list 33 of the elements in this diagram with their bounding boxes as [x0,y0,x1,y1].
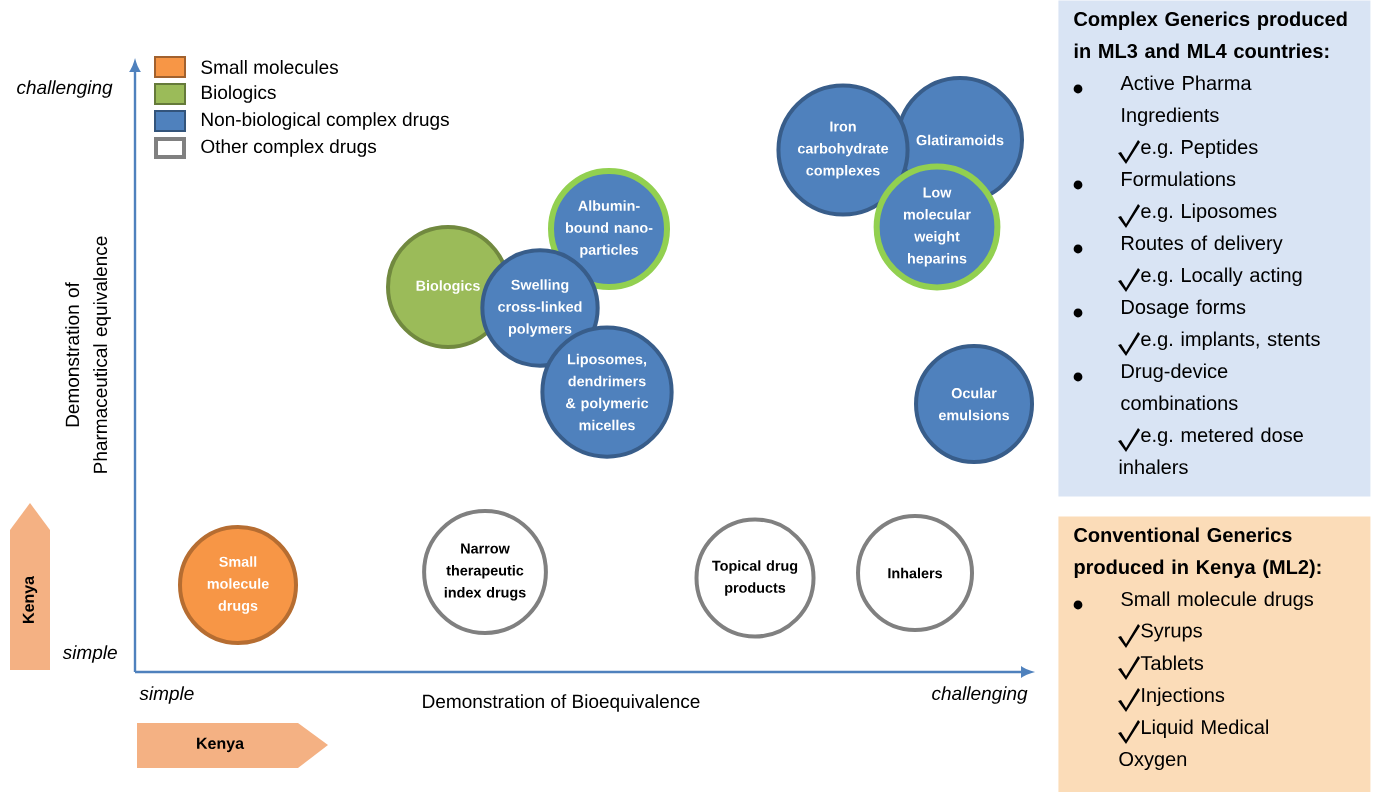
checklist-item: e.g. implants, stents [1118,331,1320,356]
bubble: Small molecule drugs [178,525,298,645]
axis-end-label: simple [139,686,194,704]
info-panel [1058,516,1371,792]
bubble: Inhalers [856,514,974,632]
bubble: Topical drug products [694,517,816,639]
list-item: Formulations [1073,171,1236,190]
axis-end-label: challenging [17,80,113,98]
checklist-item: e.g. metered dose inhalers [1118,427,1303,475]
panel-heading: Conventional Generics produced in Kenya (ML2): [1074,527,1321,579]
legend-label: Biologics [201,85,276,103]
list-item: Small molecule drugs [1073,591,1314,611]
axis-title: Demonstration of Pharmaceutical equivalence [65,236,111,473]
checklist-item: Tablets [1118,655,1204,680]
list-item: Routes of delivery [1073,235,1283,255]
legend-label: Non-biological complex drugs [201,112,449,130]
list-item: Dosage forms [1073,299,1246,318]
axis-title: Demonstration of Bioequivalence [423,694,700,712]
bubble: Narrow therapeutic index drugs [422,509,548,635]
checklist-item: Injections [1118,687,1225,712]
panel-heading: Complex Generics produced in ML3 and ML4 countries: [1074,11,1347,59]
axis-end-label: challenging [932,686,1028,704]
legend-label: Other complex drugs [201,139,377,157]
info-panel [1058,0,1371,497]
checklist-item: Liquid Medical Oxygen [1118,719,1268,771]
checklist-item: e.g. Locally acting [1118,267,1302,292]
arrow-banner: Kenya [137,723,328,768]
checklist-item: Syrups [1118,623,1202,648]
arrow-banner: Kenya [10,503,50,670]
checklist-item: e.g. Peptides [1118,139,1258,164]
bubble: Ocular emulsions [914,344,1034,464]
checklist-item: e.g. Liposomes [1118,203,1277,228]
legend-label: Small molecules [201,60,338,74]
